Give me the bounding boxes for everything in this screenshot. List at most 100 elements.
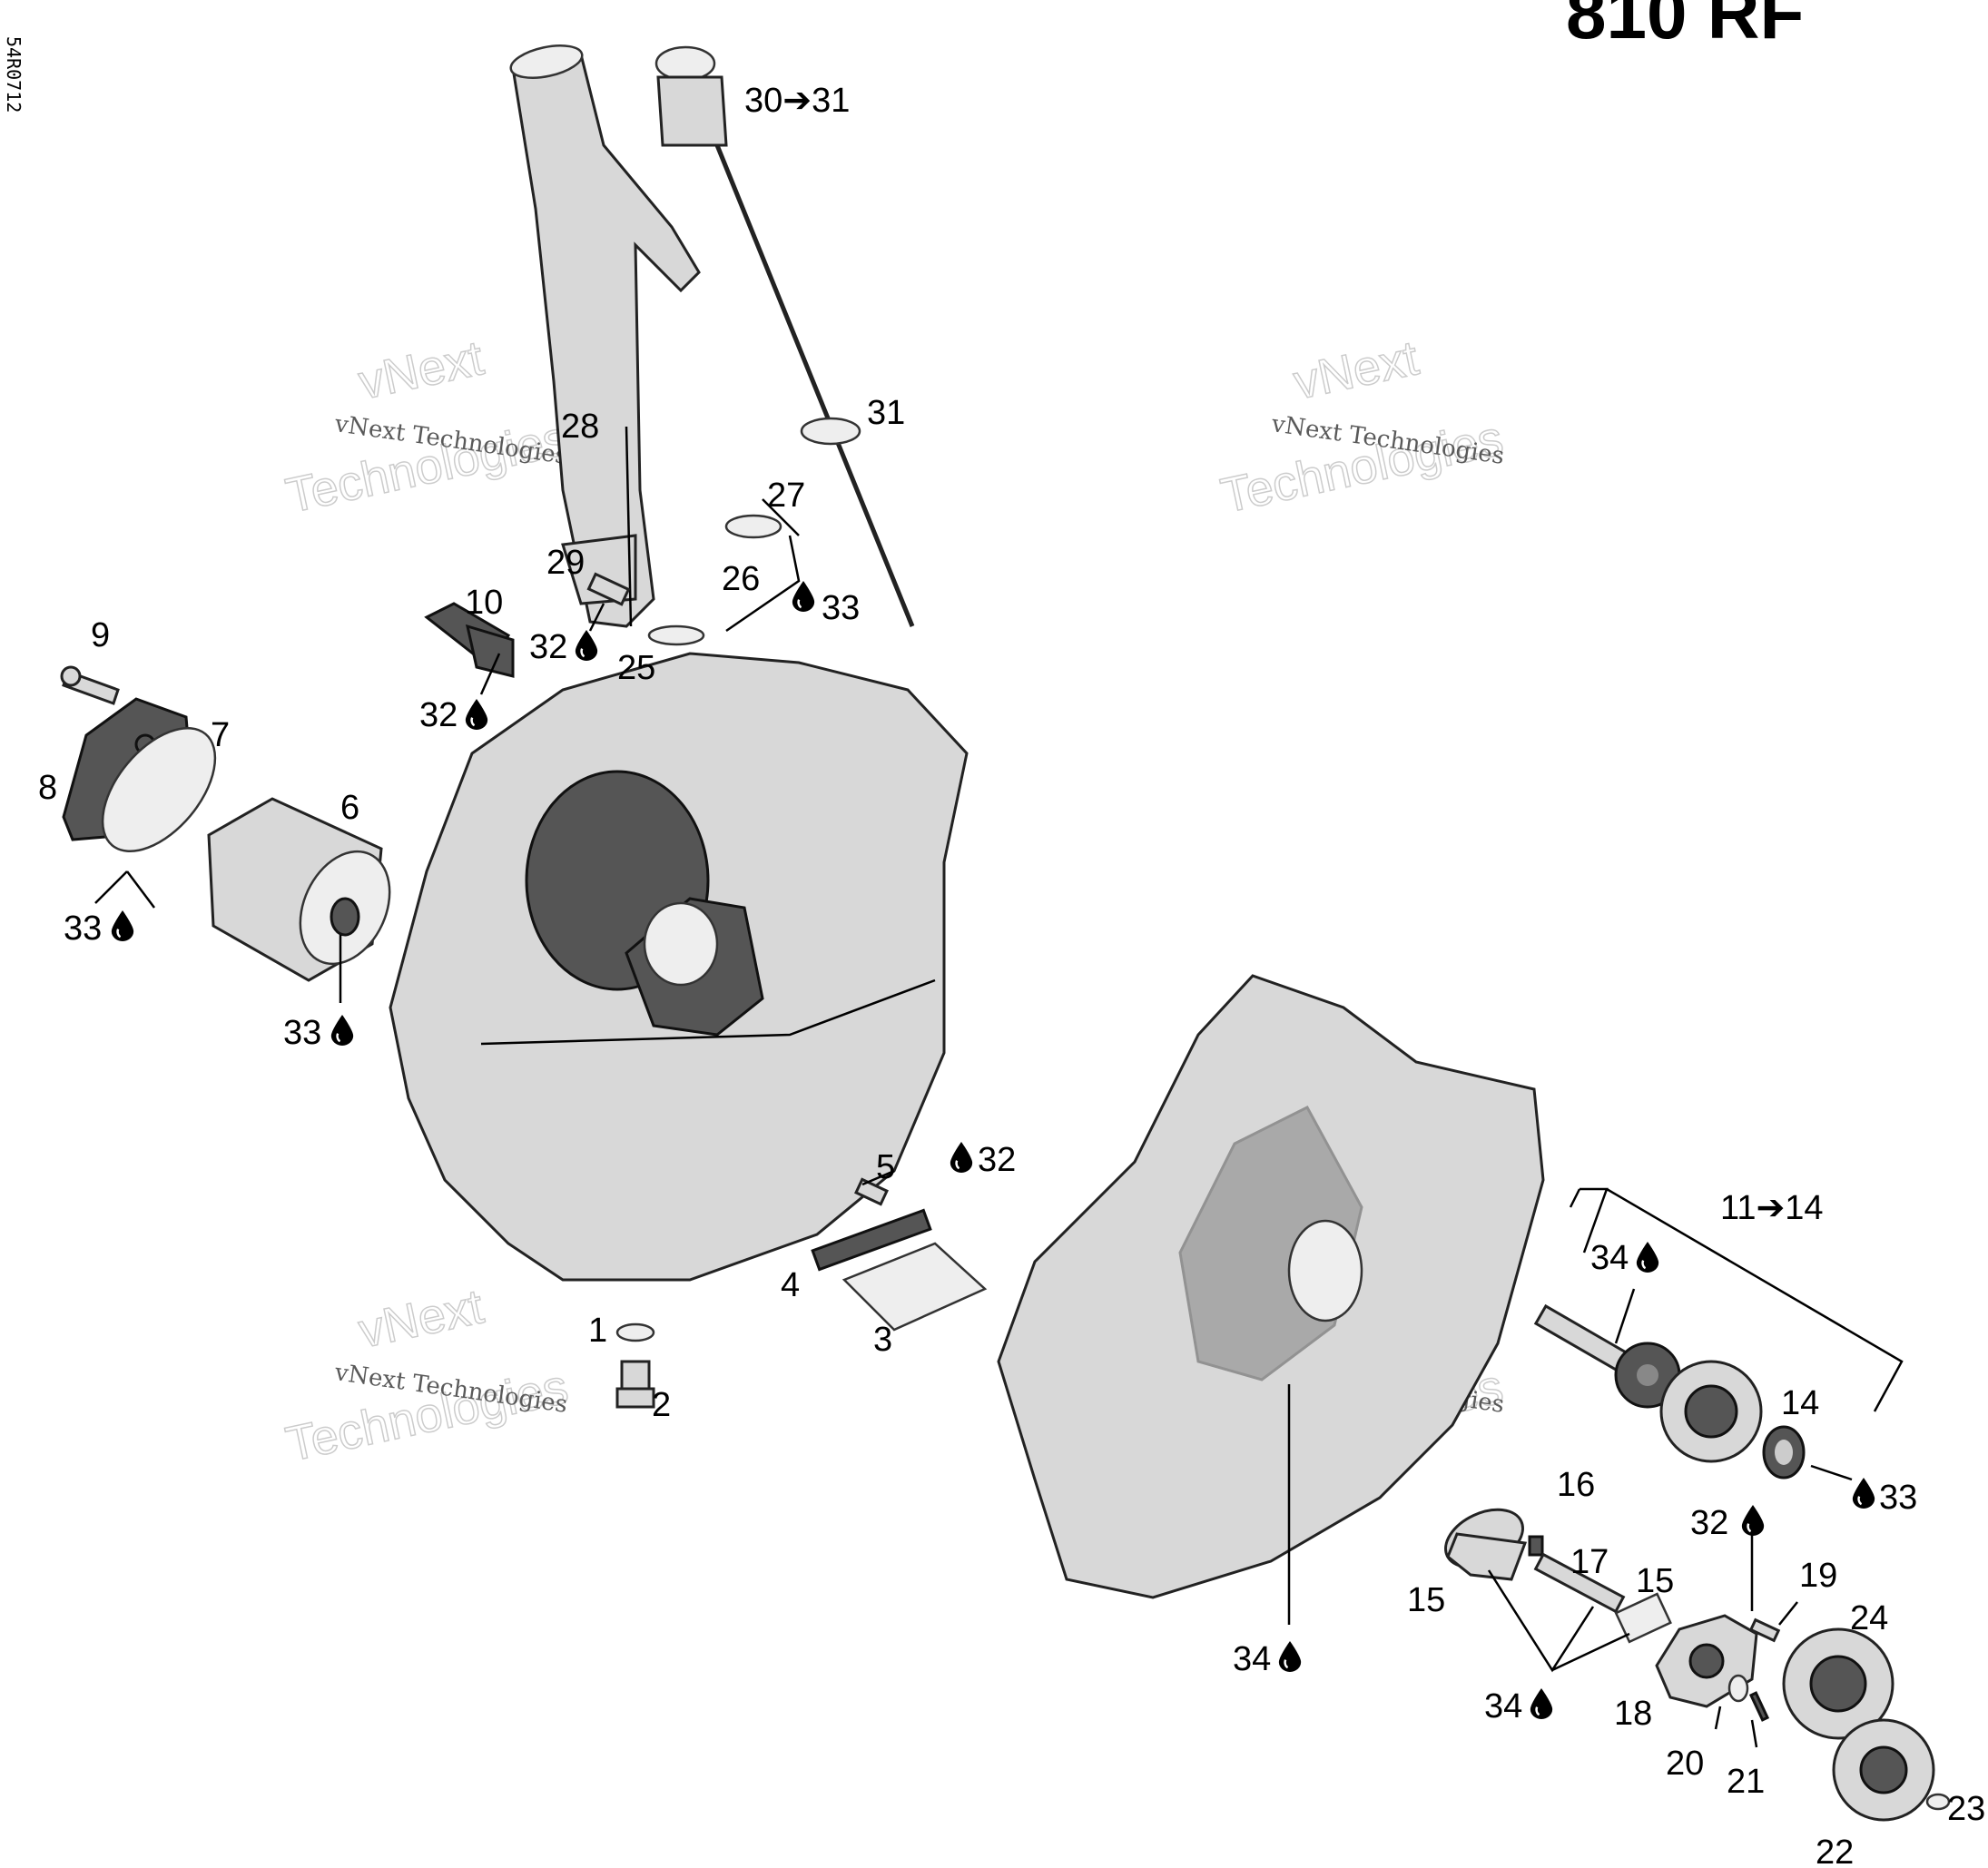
oil-drop-icon — [1636, 1242, 1659, 1273]
svg-text:34: 34 — [1233, 1640, 1271, 1678]
pump-rotor-15 — [1614, 1592, 1672, 1644]
callout-1: 1 — [588, 1312, 607, 1350]
callout-33-tube: 33 — [792, 581, 860, 627]
oil-drop-icon — [792, 581, 815, 612]
crankcase-right — [997, 974, 1545, 1599]
callout-19: 19 — [1799, 1557, 1837, 1595]
gear-24 — [1782, 1627, 1895, 1740]
o-ring-31 — [800, 417, 861, 446]
callout-25: 25 — [617, 649, 655, 687]
oil-drop-icon — [950, 1142, 973, 1173]
o-ring-7 — [101, 726, 217, 853]
screw-19 — [1748, 1617, 1781, 1643]
callout-30-31: 30➔31 — [744, 82, 850, 120]
watermark-top-right: vNext Technologies vNext Technologies — [1215, 330, 1508, 525]
svg-text:34: 34 — [1590, 1239, 1629, 1277]
callout-14: 14 — [1781, 1384, 1819, 1422]
oil-strainer-4 — [811, 1208, 932, 1272]
callout-33-filter: 33 — [283, 1014, 354, 1052]
callout-8: 8 — [38, 769, 57, 807]
o-ring-27 — [724, 514, 782, 539]
oil-drop-icon — [575, 630, 598, 661]
callout-24: 24 — [1850, 1599, 1888, 1637]
oil-drop-icon — [111, 910, 134, 941]
callout-34-shaft: 34 — [1590, 1239, 1659, 1277]
circlip-23 — [1925, 1793, 1951, 1811]
svg-text:32: 32 — [1690, 1504, 1728, 1542]
callout-26: 26 — [722, 560, 760, 598]
callout-15-rotor: 15 — [1636, 1562, 1674, 1600]
callout-20: 20 — [1666, 1745, 1704, 1783]
callout-5: 5 — [876, 1148, 895, 1186]
pump-shaft-17 — [1533, 1552, 1626, 1614]
oil-drop-icon — [1530, 1688, 1553, 1719]
oil-drop-icon — [330, 1015, 354, 1046]
screw-5 — [854, 1177, 889, 1206]
watermark-top-left: vNext Technologies vNext Technologies — [280, 330, 573, 525]
svg-text:33: 33 — [64, 909, 102, 948]
callout-16: 16 — [1557, 1466, 1595, 1504]
callout-7: 7 — [211, 716, 230, 754]
callout-31: 31 — [867, 394, 905, 432]
oil-drop-icon — [1741, 1505, 1765, 1536]
gasket-3 — [841, 1242, 988, 1332]
callout-4: 4 — [781, 1266, 800, 1304]
callout-28: 28 — [561, 408, 599, 446]
svg-text:33: 33 — [822, 589, 860, 627]
svg-text:33: 33 — [1879, 1479, 1917, 1517]
callout-34-crankcase: 34 — [1233, 1640, 1302, 1678]
crankcase-left — [389, 652, 969, 1282]
gear-22 — [1832, 1718, 1935, 1822]
watermark-bottom-left: vNext Technologies vNext Technologies — [280, 1279, 573, 1473]
o-ring-25 — [647, 624, 705, 646]
callout-labels: 1 2 3 4 5 6 7 8 9 10 11➔14 14 15 15 16 1… — [38, 82, 1985, 1868]
svg-text:vNext: vNext — [354, 330, 488, 409]
callout-32-pump: 32 — [1690, 1504, 1765, 1542]
callout-9: 9 — [91, 616, 110, 654]
oil-drop-icon — [465, 699, 488, 730]
pin-21 — [1748, 1691, 1770, 1722]
callout-6: 6 — [340, 789, 359, 827]
illustration-code: 54R0712 — [3, 36, 25, 113]
oil-drop-icon — [1852, 1478, 1875, 1509]
callout-10: 10 — [465, 584, 503, 622]
callout-34-pump: 34 — [1484, 1687, 1553, 1725]
oil-filter — [207, 797, 391, 982]
callout-22: 22 — [1816, 1834, 1854, 1868]
callout-32-screw5: 32 — [950, 1141, 1016, 1179]
callout-32-screw29: 32 — [529, 628, 598, 666]
dipstick — [654, 45, 915, 627]
callout-15-housing: 15 — [1407, 1581, 1445, 1619]
sealing-ring-1 — [615, 1322, 655, 1342]
callout-11-14: 11➔14 — [1720, 1189, 1824, 1227]
callout-2: 2 — [652, 1386, 671, 1424]
callout-23: 23 — [1947, 1790, 1985, 1828]
drain-plug-2 — [615, 1360, 655, 1409]
callout-18: 18 — [1614, 1695, 1652, 1733]
gear-13 — [1659, 1360, 1763, 1463]
screw-29 — [586, 572, 631, 606]
svg-text:32: 32 — [419, 696, 458, 734]
callout-33-seal: 33 — [1852, 1478, 1917, 1517]
oil-drop-icon — [1278, 1641, 1302, 1672]
model-title: 810 RF — [1566, 0, 1804, 54]
callout-32-sensor: 32 — [419, 696, 488, 734]
pump-housing-15 — [1444, 1508, 1528, 1581]
leader-lines — [94, 498, 1904, 1748]
svg-text:vNext: vNext — [1289, 330, 1423, 409]
svg-text:32: 32 — [529, 628, 567, 666]
svg-text:32: 32 — [978, 1141, 1016, 1179]
svg-text:34: 34 — [1484, 1687, 1522, 1725]
callout-29: 29 — [546, 544, 585, 582]
oil-pressure-sensor — [424, 602, 515, 678]
callout-21: 21 — [1727, 1763, 1765, 1801]
pin-16 — [1528, 1535, 1544, 1557]
callout-27: 27 — [767, 477, 805, 515]
callout-17: 17 — [1570, 1543, 1609, 1581]
svg-text:33: 33 — [283, 1014, 321, 1052]
callout-3: 3 — [873, 1321, 892, 1359]
screw-9 — [60, 665, 120, 705]
svg-text:vNext: vNext — [354, 1279, 488, 1358]
washer-20 — [1727, 1674, 1749, 1703]
